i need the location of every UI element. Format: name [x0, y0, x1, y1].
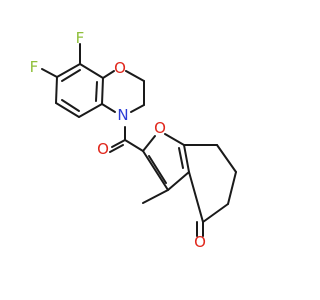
- atom-label-fluorine: F: [76, 29, 85, 47]
- bond: [61, 69, 81, 82]
- oxazine-ring: [101, 70, 145, 113]
- bond: [102, 70, 115, 79]
- bond: [188, 171, 204, 223]
- bond: [148, 155, 167, 184]
- bond: [125, 70, 145, 82]
- atom-label-fluorine: F: [30, 58, 39, 76]
- bond: [216, 144, 237, 173]
- bond: [142, 135, 156, 152]
- bond: [101, 103, 116, 113]
- atom-label-nitrogen: N: [117, 106, 128, 124]
- bond: [101, 77, 104, 105]
- furan-ring: [142, 133, 190, 191]
- bond: [183, 144, 190, 173]
- bond: [56, 63, 81, 78]
- molecule-diagram: F F O N O O O: [29, 29, 237, 251]
- benzene-ring: [55, 63, 104, 118]
- bond: [61, 99, 80, 112]
- bond: [202, 203, 229, 223]
- bond: [55, 102, 80, 118]
- bond: [130, 104, 145, 113]
- bond: [95, 81, 98, 102]
- bond: [178, 147, 184, 169]
- bond: [142, 150, 169, 191]
- bond: [41, 68, 58, 78]
- bond: [164, 133, 185, 146]
- bond: [124, 139, 144, 152]
- bond: [111, 139, 126, 148]
- bond: [227, 171, 237, 205]
- atom-label-oxygen: O: [194, 233, 206, 251]
- bond: [109, 144, 124, 153]
- bond: [142, 189, 169, 204]
- bond: [78, 103, 103, 118]
- bond: [55, 76, 58, 104]
- atom-label-oxygen: O: [97, 140, 109, 158]
- bond: [167, 171, 190, 191]
- atom-label-oxygen: O: [114, 59, 126, 77]
- bond: [79, 63, 104, 79]
- atom-label-oxygen: O: [154, 119, 166, 137]
- cyclohexanone-ring: [183, 144, 237, 223]
- structure-drawing: F F O N O O O: [30, 29, 237, 251]
